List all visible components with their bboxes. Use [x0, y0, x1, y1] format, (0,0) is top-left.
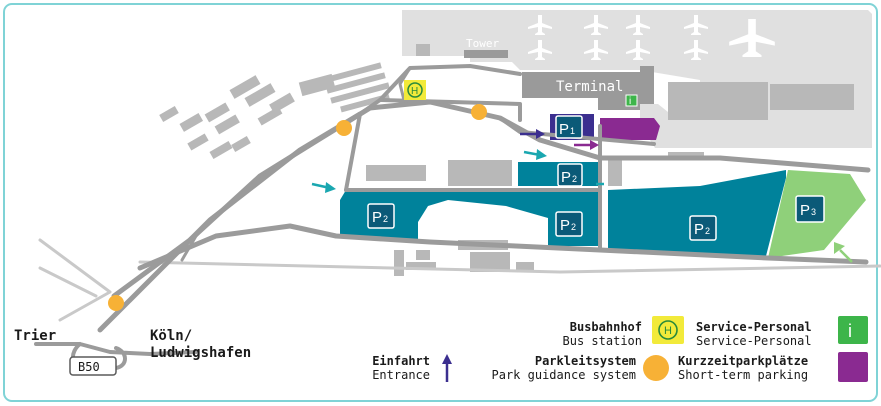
park-guidance-dot	[336, 120, 352, 136]
b50-label: B50	[78, 360, 100, 374]
svg-text:P: P	[694, 221, 704, 238]
svg-text:1: 1	[570, 126, 575, 136]
plane-icon	[584, 40, 608, 60]
plane-icon	[626, 15, 650, 35]
svg-text:2: 2	[383, 214, 388, 224]
entrance-arrow-icon	[574, 140, 599, 150]
building	[366, 165, 426, 181]
parking-badge-p1: P 1	[555, 115, 583, 139]
legend-service-en: Service-Personal	[696, 334, 812, 348]
legend-guidance-en: Park guidance system	[492, 368, 637, 382]
parking-badge-p3: P 3	[795, 195, 825, 223]
legend-entrance-en: Entrance	[372, 368, 430, 382]
svg-text:P: P	[372, 209, 382, 226]
teal-arrow-icon	[311, 182, 336, 193]
short-term-parking	[600, 118, 660, 140]
svg-text:i: i	[848, 321, 852, 341]
plane-icon	[528, 40, 552, 60]
svg-text:i: i	[629, 96, 631, 107]
terminal-hangar	[770, 84, 854, 110]
industrial-buildings	[159, 44, 430, 159]
plane-icon	[684, 15, 708, 35]
entrance-arrow-icon	[520, 129, 545, 139]
b50-badge	[69, 356, 117, 376]
parking-badge-p2: P 2	[367, 203, 395, 229]
bus-station-icon: H	[404, 80, 426, 100]
plane-icon	[528, 15, 552, 35]
legend-shortterm-en: Short-term parking	[678, 368, 808, 382]
parking-badge-p2: P 2	[557, 163, 583, 187]
svg-text:2: 2	[571, 222, 576, 232]
legend-shortterm-swatch	[838, 352, 868, 382]
svg-text:2: 2	[705, 226, 710, 236]
teal-arrow-icon	[523, 149, 547, 160]
legend-shortterm-de: Kurzzeitparkplätze	[678, 354, 808, 368]
legend-guidance-dot	[643, 355, 669, 381]
legend-bus-de: Busbahnhof	[570, 320, 642, 334]
parking-badge-p2: P 2	[555, 211, 583, 237]
map-frame	[3, 3, 878, 402]
plane-icon	[684, 40, 708, 60]
legend-entrance-arrow-icon	[442, 354, 452, 382]
svg-text:P: P	[561, 169, 571, 186]
legend-bus-icon: H	[652, 316, 684, 344]
svg-text:P: P	[560, 217, 570, 234]
large-plane-icon	[729, 19, 775, 57]
svg-text:H: H	[664, 325, 672, 337]
parking-lot-p2-west	[340, 190, 600, 246]
south-buildings	[394, 250, 534, 276]
svg-text:P: P	[800, 202, 810, 219]
building	[608, 156, 622, 186]
direction-trier: Trier	[14, 328, 56, 344]
terminal-building	[522, 66, 654, 110]
p3-entrance-arrow-icon	[834, 242, 853, 263]
plane-icon	[626, 40, 650, 60]
tower-building	[464, 50, 508, 58]
legend-bus-en: Bus station	[563, 334, 642, 348]
terminal-annex	[668, 82, 768, 120]
road-network	[34, 64, 881, 370]
park-guidance-dot	[108, 295, 124, 311]
svg-text:P: P	[559, 121, 569, 138]
info-icon: i	[625, 94, 638, 107]
tower-label: Tower	[466, 37, 499, 50]
park-guidance-dot	[471, 104, 487, 120]
plane-icon	[584, 15, 608, 35]
direction-ludwigshafen: Ludwigshafen	[150, 345, 251, 361]
svg-text:3: 3	[811, 207, 816, 217]
legend: Busbahnhof Bus station H Service-Persona…	[372, 316, 868, 382]
parking-badge-p2: P 2	[689, 215, 717, 241]
legend-service-de: Service-Personal	[696, 320, 812, 334]
parking-lot-p2-east	[608, 170, 786, 256]
legend-entrance-de: Einfahrt	[372, 354, 430, 368]
aircraft-icons	[528, 15, 775, 60]
direction-koeln: Köln/	[150, 328, 192, 344]
legend-info-icon: i	[838, 316, 868, 344]
svg-text:H: H	[411, 86, 418, 97]
legend-guidance-de: Parkleitsystem	[535, 354, 636, 368]
building	[448, 160, 512, 186]
terminal-label: Terminal	[556, 79, 623, 95]
svg-text:2: 2	[572, 174, 577, 184]
building	[668, 152, 704, 158]
